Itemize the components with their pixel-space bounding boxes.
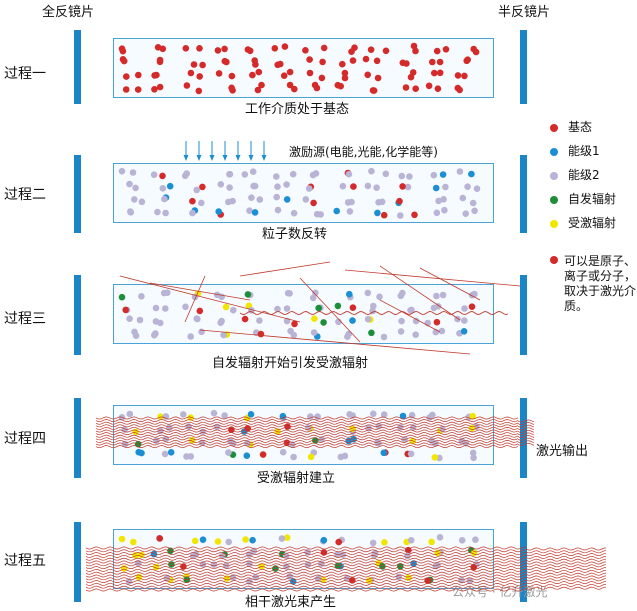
process-2-label: 过程二 (4, 187, 46, 203)
full-mirror-4 (74, 398, 81, 478)
legend-item-stimulated: 受激辐射 (550, 214, 616, 231)
pump-source-label: 激励源(电能,光能,化学能等) (289, 145, 438, 159)
full-mirror-2 (74, 155, 81, 233)
full-mirror-1 (74, 30, 81, 104)
full-mirror-label: 全反镜片 (42, 5, 95, 20)
legend-item-ground: 基态 (550, 118, 592, 135)
caption-1: 工作介质处于基态 (245, 102, 350, 117)
caption-2: 粒子数反转 (262, 227, 328, 242)
ground-state-dot-icon (550, 123, 558, 132)
level2-dot-icon (550, 171, 558, 180)
half-mirror-2 (520, 155, 527, 233)
particle-note-dot-icon (550, 256, 558, 264)
laser-output-label: 激光输出 (536, 444, 589, 459)
spontaneous-dot-icon (550, 195, 558, 204)
process-1-label: 过程一 (4, 66, 46, 82)
legend-item-level1: 能级1 (550, 142, 600, 159)
medium-tube-2 (113, 163, 494, 223)
level1-dot-icon (550, 147, 558, 156)
medium-tube-4 (113, 405, 494, 465)
stimulated-dot-icon (550, 219, 558, 228)
watermark: 公众号 · 亿升激光 (452, 585, 548, 599)
caption-3: 自发辐射开始引发受激辐射 (212, 356, 369, 371)
half-mirror-4 (520, 398, 527, 478)
process-4-label: 过程四 (4, 431, 46, 447)
full-mirror-5 (74, 522, 81, 602)
legend-item-level2: 能级2 (550, 166, 600, 183)
medium-tube-1 (113, 38, 494, 98)
caption-5: 相干激光束产生 (245, 595, 337, 610)
legend-item-spontaneous: 自发辐射 (550, 190, 616, 207)
process-5-label: 过程五 (4, 553, 46, 569)
caption-4: 受激辐射建立 (257, 471, 336, 486)
pump-arrows-icon (183, 141, 267, 161)
medium-tube-5 (113, 529, 494, 589)
full-mirror-3 (74, 275, 81, 355)
half-mirror-label: 半反镜片 (498, 5, 551, 20)
half-mirror-3 (520, 275, 527, 355)
particle-note: 可以是原子、离子或分子，取决于激光介质。 (564, 254, 637, 313)
process-3-label: 过程三 (4, 311, 46, 327)
medium-tube-3 (113, 284, 494, 344)
half-mirror-1 (520, 30, 527, 104)
